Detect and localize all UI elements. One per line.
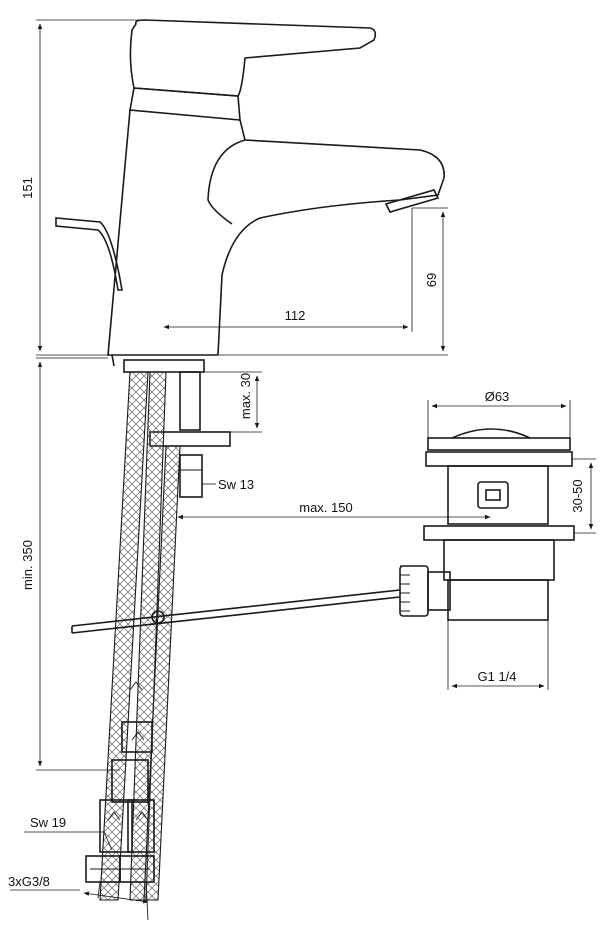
- label-waste-diameter: Ø63: [485, 389, 510, 404]
- dimensions: [10, 19, 596, 904]
- label-hose-thread: 3xG3/8: [8, 874, 50, 889]
- popup-rod: [71, 589, 401, 634]
- label-wrench-size-nut: Sw 13: [218, 477, 254, 492]
- tap-body: [55, 19, 445, 367]
- supply-hoses: [85, 371, 181, 921]
- label-waste-range: 30-50: [570, 479, 585, 512]
- label-rod-length: max. 150: [299, 500, 352, 515]
- label-hose-length: min. 350: [20, 540, 35, 590]
- label-spout-height: 69: [424, 273, 439, 287]
- label-waste-thread: G1 1/4: [477, 669, 516, 684]
- label-wrench-size-hose: Sw 19: [30, 815, 66, 830]
- label-spout-reach: 112: [285, 308, 306, 323]
- label-mount-thickness: max. 30: [238, 373, 253, 419]
- waste-valve: [399, 428, 575, 621]
- label-height-total: 151: [20, 177, 35, 199]
